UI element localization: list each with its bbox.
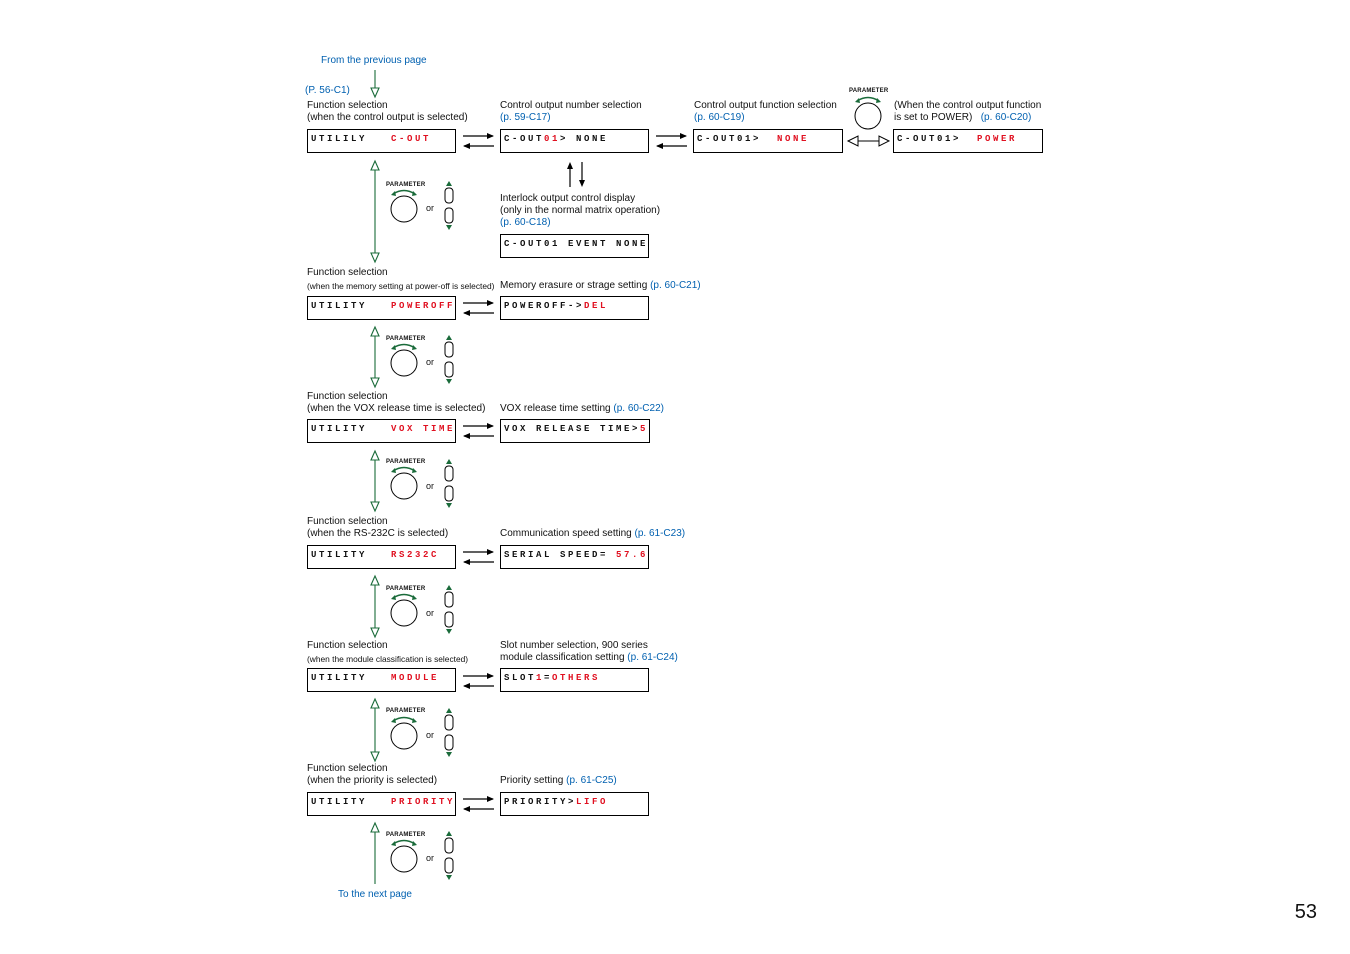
row2-function-lcd: UTILITY POWEROFF: [307, 296, 456, 320]
row1-function-lcd: UTILILY C-OUT: [307, 129, 456, 153]
or-label-4: or: [426, 608, 435, 618]
up-down-keys-icon: [444, 180, 454, 231]
interlock-ref: (p. 60-C18): [500, 217, 551, 228]
row2-function-desc: (when the memory setting at power-off is…: [307, 281, 495, 291]
parameter-label-1: PARAMETER: [386, 182, 426, 188]
row2-target-lcd: POWEROFF->DEL: [500, 296, 649, 320]
row4-target-lcd: SERIAL SPEED= 57.6: [500, 545, 649, 569]
power-function-title-line2: is set to POWER) (p. 60-C20): [894, 112, 1032, 123]
parameter-knob-icon: [390, 716, 418, 750]
up-down-keys-icon: [444, 334, 454, 385]
up-down-keys-icon: [444, 458, 454, 509]
row5-function-desc: (when the module classification is selec…: [307, 654, 469, 664]
parameter-knob-icon: [390, 189, 418, 223]
from-previous-page-label: From the previous page: [321, 55, 427, 66]
page-number: 53: [1294, 901, 1317, 923]
row4-function-desc: (when the RS-232C is selected): [307, 528, 449, 539]
row2-target-title: Memory erasure or strage setting (p. 60-…: [500, 280, 701, 291]
row5-target-lcd: SLOT1=OTHERS: [500, 668, 649, 692]
parameter-label-5: PARAMETER: [386, 708, 426, 714]
row6-target-title: Priority setting (p. 61-C25): [500, 775, 617, 786]
parameter-label-2: PARAMETER: [386, 336, 426, 342]
row5-target-title2: module classification setting (p. 61-C24…: [500, 652, 678, 663]
row4-function-lcd: UTILITY RS232C: [307, 545, 456, 569]
row4-target-title: Communication speed setting (p. 61-C23): [500, 528, 686, 539]
interlock-title: Interlock output control display: [500, 193, 636, 204]
up-down-keys-icon: [444, 830, 454, 881]
row1-function-title: Function selection: [307, 100, 388, 111]
row5-function-lcd: UTILITY MODULE: [307, 668, 456, 692]
interlock-desc: (only in the normal matrix operation): [500, 205, 661, 216]
up-down-keys-icon: [444, 707, 454, 758]
control-output-number-lcd: C-OUT01> NONE: [500, 129, 649, 153]
row6-function-title: Function selection: [307, 763, 388, 774]
parameter-label-6: PARAMETER: [386, 832, 426, 838]
control-output-function-lcd: C-OUT01> NONE: [693, 129, 843, 153]
row6-function-lcd: UTILITY PRIORITY: [307, 792, 456, 816]
row5-function-title: Function selection: [307, 640, 388, 651]
control-output-number-ref: (p. 59-C17): [500, 112, 551, 123]
or-label-5: or: [426, 730, 435, 740]
row3-function-title: Function selection: [307, 391, 388, 402]
control-output-number-title: Control output number selection: [500, 100, 642, 111]
control-output-function-title: Control output function selection: [694, 100, 837, 111]
or-label-3: or: [426, 481, 435, 491]
parameter-knob-icon: [854, 96, 882, 130]
row2-function-title: Function selection: [307, 267, 388, 278]
power-function-lcd: C-OUT01> POWER: [893, 129, 1043, 153]
power-function-title: (When the control output function: [894, 100, 1042, 111]
double-arrow-icon: [846, 135, 891, 147]
or-label-1: or: [426, 203, 435, 213]
parameter-label-3: PARAMETER: [386, 459, 426, 465]
or-label-2: or: [426, 357, 435, 367]
parameter-label-top: PARAMETER: [849, 88, 889, 94]
from-page-reference: (P. 56-C1): [305, 85, 350, 96]
row3-target-lcd: VOX RELEASE TIME>5: [500, 419, 650, 443]
row5-target-title: Slot number selection, 900 series: [500, 640, 648, 651]
row3-function-desc: (when the VOX release time is selected): [307, 403, 486, 414]
row1-function-desc: (when the control output is selected): [307, 112, 468, 123]
parameter-knob-icon: [390, 839, 418, 873]
to-next-page-label: To the next page: [338, 889, 412, 900]
up-down-keys-icon: [444, 584, 454, 635]
row6-target-lcd: PRIORITY>LIFO: [500, 792, 649, 816]
parameter-knob-icon: [390, 466, 418, 500]
or-label-6: or: [426, 853, 435, 863]
row3-function-lcd: UTILITY VOX TIME: [307, 419, 456, 443]
interlock-lcd: C-OUT01 EVENT NONE: [500, 234, 649, 258]
parameter-knob-icon: [390, 593, 418, 627]
control-output-function-ref: (p. 60-C19): [694, 112, 745, 123]
row4-function-title: Function selection: [307, 516, 388, 527]
row6-function-desc: (when the priority is selected): [307, 775, 438, 786]
row3-target-title: VOX release time setting (p. 60-C22): [500, 403, 664, 414]
parameter-label-4: PARAMETER: [386, 586, 426, 592]
parameter-knob-icon: [390, 343, 418, 377]
